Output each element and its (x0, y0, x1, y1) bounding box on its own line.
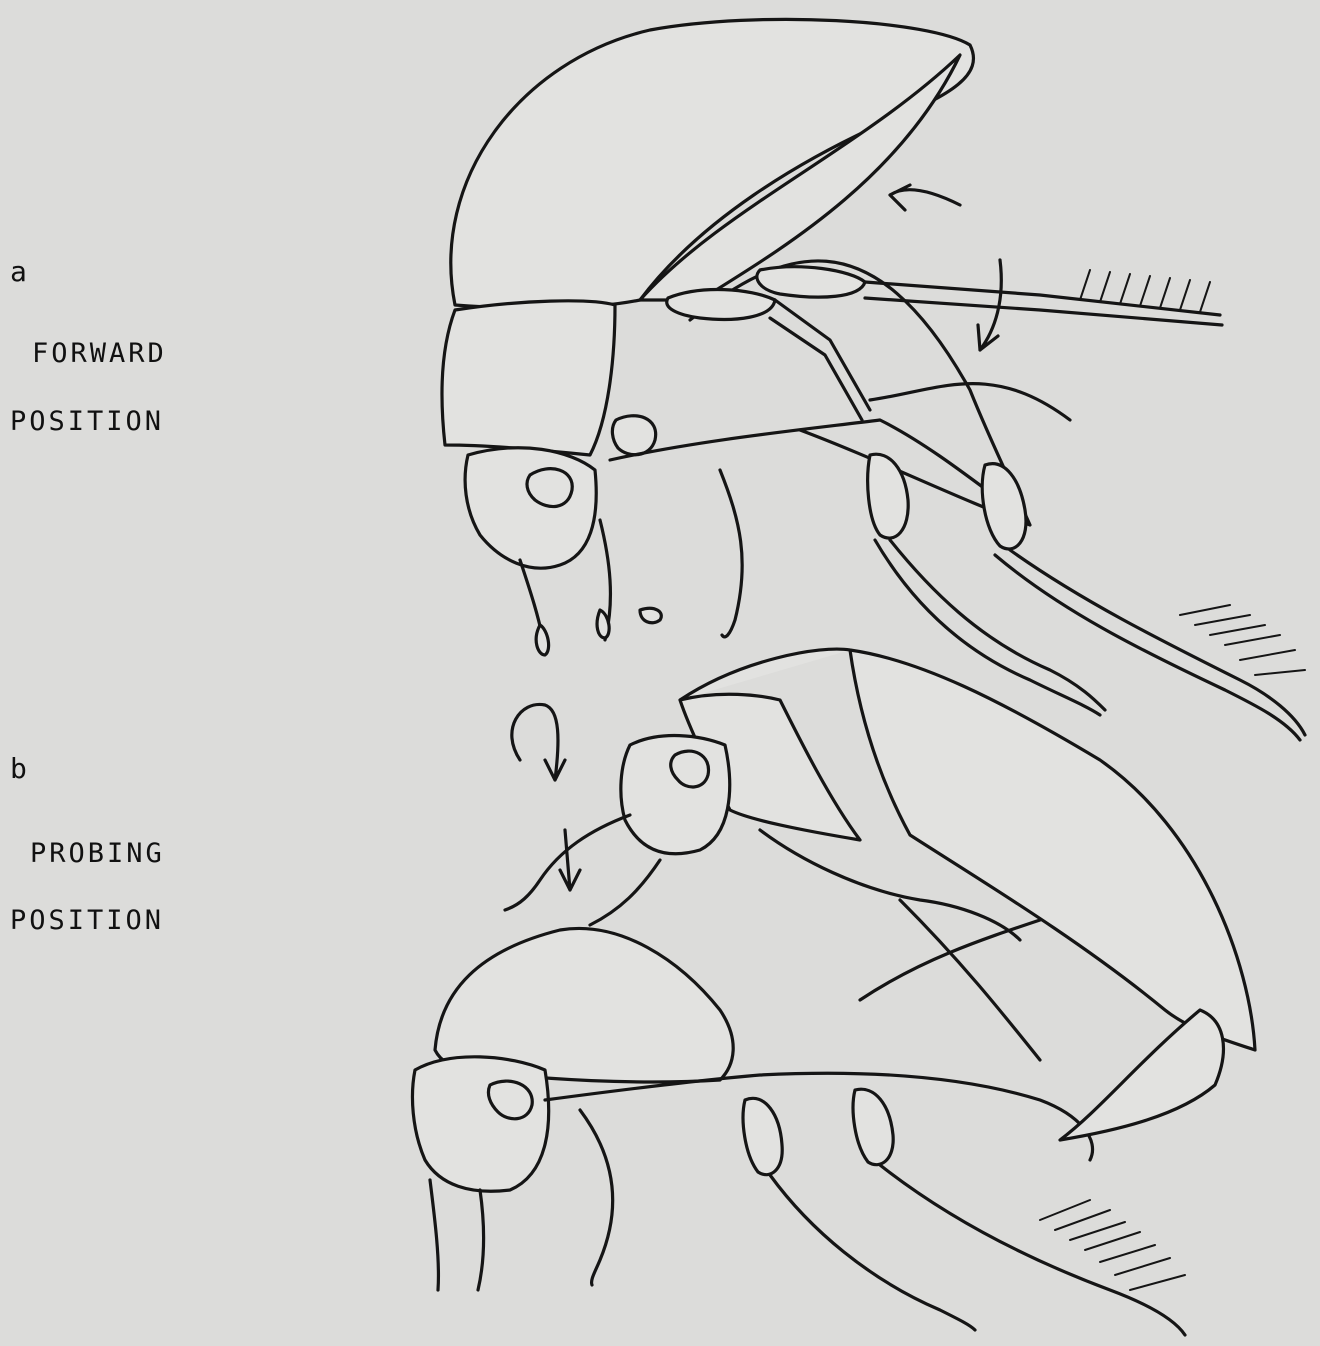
beetle-b (412, 649, 1255, 1335)
beetle-b-upper-foreleg-2 (590, 860, 660, 925)
beetle-a-motion-arrow (890, 185, 960, 210)
beetle-a-head (465, 448, 596, 568)
beetle-b-foreleg (430, 1180, 438, 1290)
beetle-a-pronotum (442, 301, 615, 455)
beetle-b-rear-leg (770, 1175, 975, 1330)
beetle-a-swim-hairs-2 (1180, 605, 1305, 675)
beetle-a-foreleg-3 (720, 470, 742, 637)
beetle-b-swim-hairs (1040, 1200, 1185, 1290)
beetle-a-rear-leg-4 (995, 555, 1300, 740)
beetle-b-mid-leg-2 (900, 900, 1040, 1060)
beetle-b-foreleg-3 (580, 1110, 613, 1285)
beetle-b-leg-segment-2 (853, 1089, 893, 1164)
beetle-a-palp-2 (597, 610, 609, 638)
beetle-a (442, 19, 1305, 740)
beetle-a-hind-femur (757, 267, 865, 297)
beetle-b-leg-segment (743, 1098, 782, 1174)
beetle-a-hind-tibia-2 (865, 298, 1222, 325)
beetle-b-foreleg-2 (478, 1190, 484, 1290)
beetle-a-eye (527, 469, 572, 507)
beetle-b-abdomen-tip (1060, 1010, 1223, 1140)
beetle-b-body-line (545, 1073, 1093, 1160)
beetle-a-eye-2 (612, 416, 655, 455)
beetle-a-rear-leg-segment-2 (982, 464, 1026, 549)
beetle-b-probing-arrow-2 (560, 830, 580, 890)
beetle-b-probing-arrow (512, 704, 565, 780)
beetle-a-palp (536, 625, 548, 655)
beetle-b-lower-head (412, 1057, 548, 1191)
beetle-a-mid-femur (667, 290, 775, 320)
beetle-a-rear-leg-segment (868, 454, 908, 538)
beetle-a-palp-3 (640, 608, 661, 622)
